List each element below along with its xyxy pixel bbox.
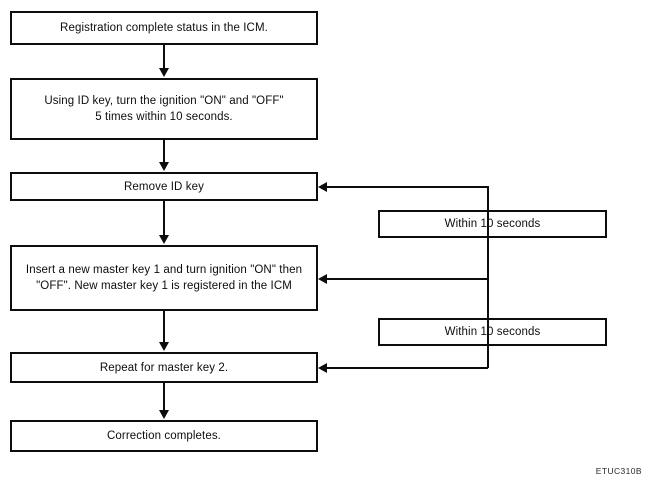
figure-reference-code: ETUC310B: [595, 466, 642, 476]
process-box-repeat-master-key-2: Repeat for master key 2.: [10, 352, 318, 383]
process-box-registration-complete: Registration complete status in the ICM.: [10, 11, 318, 45]
arrowhead-feedback-to-register-master-key-1: [318, 274, 327, 284]
arrowhead-feedback-to-repeat-master-key-2: [318, 363, 327, 373]
process-box-ignition-cycle-label: Using ID key, turn the ignition "ON" and…: [44, 95, 284, 123]
timer-box-within-10-seconds-1: Within 10 seconds: [378, 210, 607, 238]
arrowhead-step5-to-step6: [159, 410, 169, 419]
process-box-correction-completes: Correction completes.: [10, 420, 318, 452]
feedback-line-to-remove-id-key: [327, 186, 488, 188]
arrowhead-step3-to-step4: [159, 235, 169, 244]
arrowhead-step2-to-step3: [159, 162, 169, 171]
timer-box-within-10-seconds-2: Within 10 seconds: [378, 318, 607, 346]
connector-step1-to-step2: [163, 45, 165, 69]
process-box-register-master-key-1: Insert a new master key 1 and turn ignit…: [10, 245, 318, 311]
arrowhead-step4-to-step5: [159, 342, 169, 351]
process-box-register-master-key-1-label: Insert a new master key 1 and turn ignit…: [25, 264, 303, 292]
feedback-line-to-repeat-master-key-2: [327, 367, 488, 369]
arrowhead-step1-to-step2: [159, 68, 169, 77]
connector-step3-to-step4: [163, 201, 165, 236]
timer-box-within-10-seconds-1-label: Within 10 seconds: [444, 218, 541, 230]
process-box-remove-id-key-label: Remove ID key: [124, 180, 204, 193]
connector-step4-to-step5: [163, 311, 165, 343]
feedback-bus-spine: [487, 186, 489, 368]
process-box-ignition-cycle: Using ID key, turn the ignition "ON" and…: [10, 78, 318, 140]
connector-step5-to-step6: [163, 383, 165, 411]
process-box-correction-completes-label: Correction completes.: [107, 430, 221, 442]
process-box-remove-id-key: Remove ID key: [10, 172, 318, 201]
process-box-registration-complete-label: Registration complete status in the ICM.: [60, 22, 268, 34]
feedback-line-to-register-master-key-1: [327, 278, 488, 280]
process-box-repeat-master-key-2-label: Repeat for master key 2.: [99, 361, 229, 374]
connector-step2-to-step3: [163, 140, 165, 163]
arrowhead-feedback-to-remove-id-key: [318, 182, 327, 192]
timer-box-within-10-seconds-2-label: Within 10 seconds: [444, 326, 541, 338]
